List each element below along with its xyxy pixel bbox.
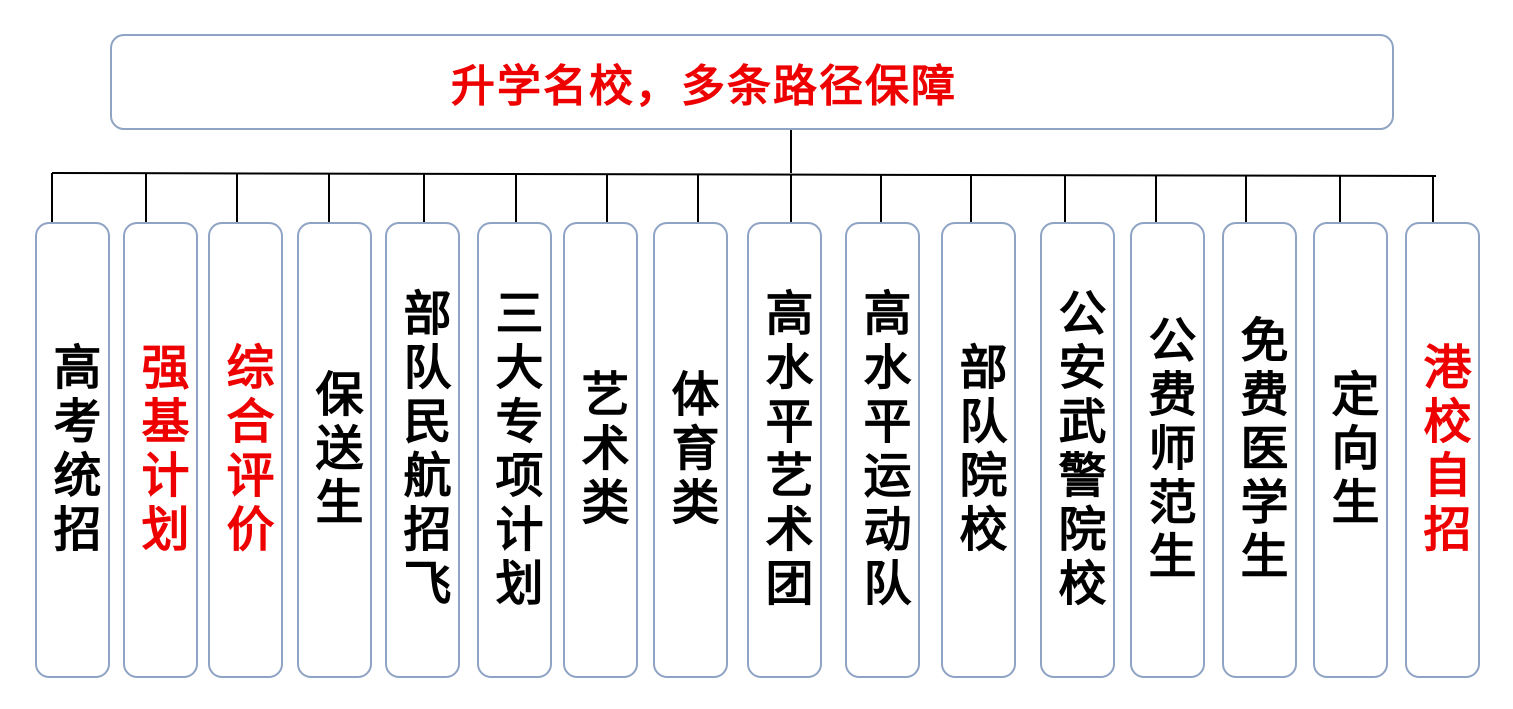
pathway-node: 三大专项计划 [477,222,552,678]
horizontal-bus-line [51,172,1437,177]
pathway-node-label: 定向生 [1322,369,1379,531]
pathway-node: 公费师范生 [1130,222,1205,678]
pathway-node-label: 综合评价 [217,342,274,558]
pathway-node-label: 保送生 [306,369,363,531]
pathway-node-label: 港校自招 [1414,342,1471,558]
pathway-node: 港校自招 [1405,222,1480,678]
pathway-node: 强基计划 [123,222,198,678]
pathway-node: 高水平艺术团 [747,222,822,678]
title-box: 升学名校，多条路径保障 [110,34,1394,130]
branch-drop-lines [51,173,1434,222]
pathway-node-label: 公安武警院校 [1049,288,1106,612]
pathway-node-label: 高水平运动队 [854,288,911,612]
pathway-node-label: 三大专项计划 [486,288,543,612]
pathway-node-label: 部队民航招飞 [394,288,451,612]
pathway-node: 综合评价 [208,222,283,678]
pathway-node-label: 公费师范生 [1139,315,1196,585]
pathway-node: 高水平运动队 [845,222,920,678]
pathway-node: 高考统招 [35,222,110,678]
pathway-node: 免费医学生 [1222,222,1297,678]
pathway-node-label: 强基计划 [132,342,189,558]
pathway-node: 部队院校 [941,222,1016,678]
pathway-node-label: 免费医学生 [1231,315,1288,585]
pathway-node: 艺术类 [563,222,638,678]
pathway-node-label: 高水平艺术团 [756,288,813,612]
pathway-node: 体育类 [653,222,728,678]
pathway-node: 保送生 [297,222,372,678]
diagram-title: 升学名校，多条路径保障 [451,61,957,112]
pathway-node-label: 艺术类 [572,369,629,531]
pathway-node: 公安武警院校 [1040,222,1115,678]
pathway-node-label: 部队院校 [950,342,1007,558]
pathway-node-label: 高考统招 [44,342,101,558]
pathway-node: 部队民航招飞 [385,222,460,678]
pathway-node-label: 体育类 [662,369,719,531]
pathway-node: 定向生 [1313,222,1388,678]
